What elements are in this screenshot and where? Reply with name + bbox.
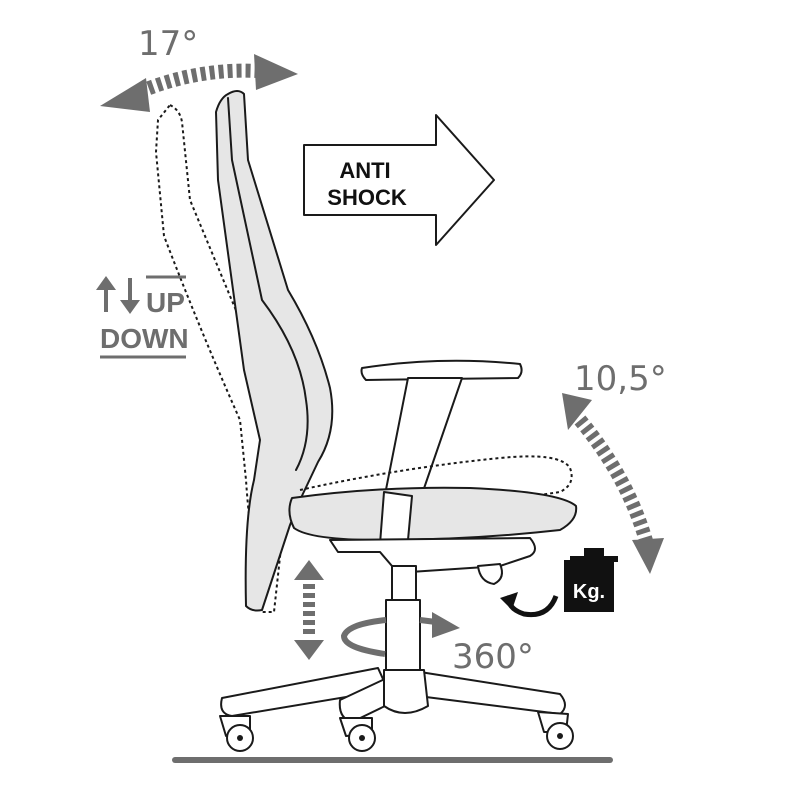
seat-mechanism [329, 537, 536, 573]
seat-tilt-label: 10,5° [574, 359, 667, 399]
weight-adjust-rotation-icon [500, 592, 559, 618]
swivel-rotation-arrow-icon [340, 612, 460, 657]
gas-lift-column [391, 565, 417, 601]
anti-shock-arrow-icon [303, 114, 495, 246]
up-label: UP [146, 287, 185, 318]
weight-icon [564, 548, 618, 612]
caster-left [219, 715, 254, 752]
swivel-label: 360° [452, 637, 534, 677]
star-base-hub [383, 669, 429, 714]
anti-shock-label-line1: ANTI [339, 158, 390, 183]
up-down-arrows-icon [96, 276, 140, 314]
anti-shock-label-line2: SHOCK [327, 185, 407, 210]
armrest-joint [379, 491, 413, 548]
down-label: DOWN [100, 323, 189, 354]
backrest-tilt-arrow-icon [100, 54, 298, 112]
caster-right [537, 711, 574, 750]
weight-label: Kg. [573, 581, 605, 603]
backrest-inner-edge [227, 97, 309, 471]
backrest-tilt-label: 17° [138, 24, 198, 64]
height-adjust-arrow-icon [294, 560, 324, 660]
seat-tilt-arrow-icon [562, 393, 664, 574]
star-base-right-leg [417, 671, 566, 715]
seat-cushion [288, 486, 578, 541]
armrest-pad [360, 359, 523, 381]
mechanism-knob [477, 563, 503, 585]
caster-center [339, 717, 376, 752]
